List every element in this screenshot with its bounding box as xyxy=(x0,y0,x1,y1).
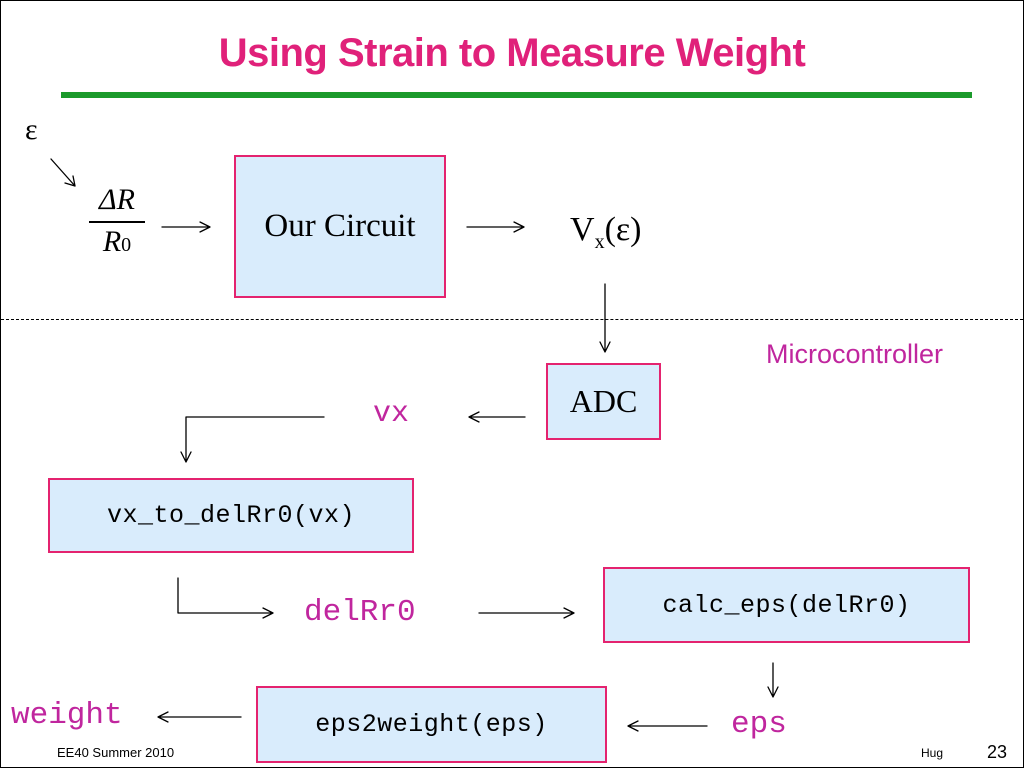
our-circuit-box: Our Circuit xyxy=(234,155,446,298)
calc-eps-box: calc_eps(delRr0) xyxy=(603,567,970,643)
eps-to-eps2weight-arrow xyxy=(627,720,708,732)
footer-author: Hug xyxy=(921,746,944,760)
function-to-delrr0-arrow xyxy=(177,577,274,619)
fraction-denominator-sub: 0 xyxy=(121,234,132,256)
eps2weight-box: eps2weight(eps) xyxy=(256,686,607,763)
slide-title: Using Strain to Measure Weight xyxy=(218,31,806,75)
vx-to-adc-arrow xyxy=(599,283,611,353)
eps2weight-to-weight-arrow xyxy=(157,711,242,723)
microcontroller-label: Microcontroller xyxy=(766,339,944,369)
fraction-denominator-base: R xyxy=(102,225,122,258)
eps-variable: eps xyxy=(731,707,787,742)
fraction-numerator-text: ΔR xyxy=(99,183,135,216)
delrr0-variable: delRr0 xyxy=(304,595,416,630)
fraction-bar xyxy=(89,221,145,223)
calc-eps-label: calc_eps(delRr0) xyxy=(662,590,911,620)
vx-variable: vx xyxy=(373,397,410,431)
footer-course: EE40 Summer 2010 xyxy=(57,745,175,760)
output-voltage-label: Vx(ε) xyxy=(570,211,641,254)
vx-to-delrr0-box: vx_to_delRr0(vx) xyxy=(48,478,414,553)
page-number: 23 xyxy=(987,742,1008,762)
fraction-numerator: ΔR xyxy=(89,183,145,217)
epsilon-arrow xyxy=(50,158,76,187)
voltage-base: V xyxy=(570,211,595,248)
fraction-to-circuit-arrow xyxy=(161,221,211,233)
weight-variable: weight xyxy=(11,698,123,733)
voltage-subscript: x xyxy=(594,230,605,253)
vx-to-delrr0-label: vx_to_delRr0(vx) xyxy=(106,501,356,530)
adc-box: ADC xyxy=(546,363,661,440)
microcontroller-boundary xyxy=(1,319,1023,320)
eps2weight-label: eps2weight(eps) xyxy=(315,710,548,739)
our-circuit-label: Our Circuit xyxy=(264,208,416,244)
calc-eps-to-eps-arrow xyxy=(767,662,779,698)
circuit-to-vx-arrow xyxy=(466,221,525,233)
adc-to-vx-arrow xyxy=(468,411,526,423)
adc-label: ADC xyxy=(569,383,638,419)
title-underline xyxy=(61,92,972,98)
delta-r-over-r0-fraction: ΔR R0 xyxy=(89,183,145,262)
epsilon-symbol: ε xyxy=(25,113,38,146)
vx-to-function-arrow xyxy=(180,416,325,463)
fraction-denominator: R0 xyxy=(89,225,145,262)
delrr0-to-calc-eps-arrow xyxy=(478,607,575,619)
voltage-argument: (ε) xyxy=(604,211,642,248)
